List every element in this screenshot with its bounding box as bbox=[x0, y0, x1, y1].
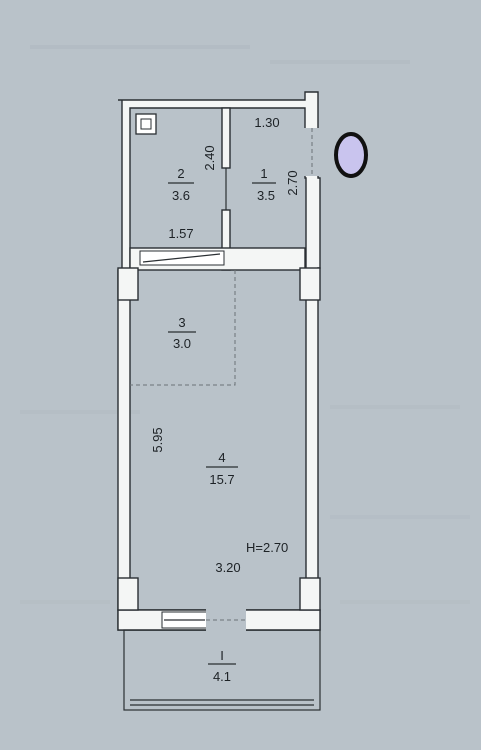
room-3-number: 3 bbox=[178, 315, 185, 330]
column-right bbox=[299, 267, 321, 301]
dim-2-40: 2.40 bbox=[202, 145, 217, 170]
room-4-area: 15.7 bbox=[209, 472, 234, 487]
ellipse-marker-icon bbox=[334, 132, 368, 178]
room-1-area: 3.5 bbox=[257, 188, 275, 203]
balcony-area: 4.1 bbox=[213, 669, 231, 684]
background-texture bbox=[20, 45, 470, 604]
dim-1-30: 1.30 bbox=[254, 115, 279, 130]
room-2-area: 3.6 bbox=[172, 188, 190, 203]
room-3-area: 3.0 bbox=[173, 336, 191, 351]
room-1-number: 1 bbox=[260, 166, 267, 181]
column-left bbox=[117, 267, 139, 301]
balcony-number: I bbox=[220, 648, 224, 663]
room-2-number: 2 bbox=[177, 166, 184, 181]
balcony-door-opening bbox=[206, 608, 246, 632]
dim-1-57: 1.57 bbox=[168, 226, 193, 241]
sink-icon bbox=[135, 113, 157, 135]
ceiling-height: H=2.70 bbox=[246, 540, 288, 555]
partition-wall-1-2 bbox=[221, 107, 231, 169]
dim-3-20: 3.20 bbox=[215, 560, 240, 575]
room-4-number: 4 bbox=[218, 450, 225, 465]
room-3-outline bbox=[130, 270, 236, 386]
dim-5-95: 5.95 bbox=[150, 427, 165, 452]
dim-2-70: 2.70 bbox=[285, 170, 300, 195]
